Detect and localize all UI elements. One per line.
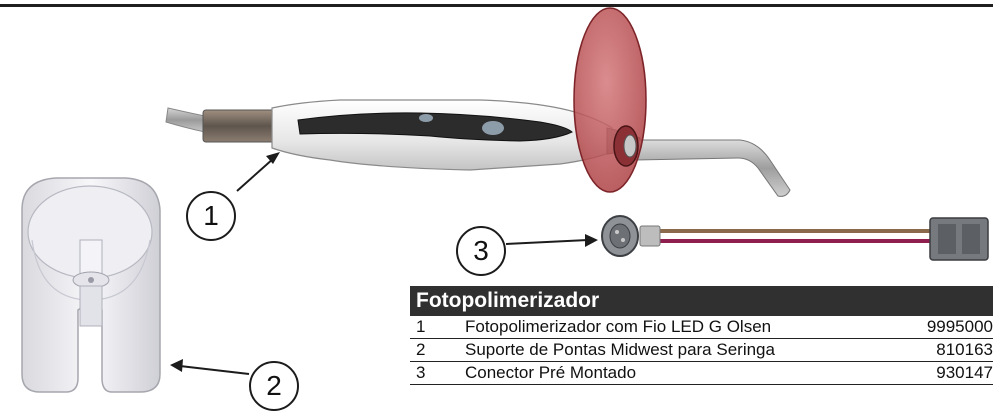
callout-1: 1 [186,191,236,241]
row-number: 3 [416,363,426,382]
row-code: 9995000 [926,317,993,336]
row-number: 1 [416,317,426,336]
table-row: 1 Fotopolimerizador com Fio LED G Olsen … [410,316,993,339]
callout-3: 3 [456,226,506,276]
pre-assembled-connector [601,215,989,261]
leader-arrows [170,152,598,375]
row-description: Conector Pré Montado [465,363,637,382]
tip-holder [21,177,161,393]
table-row: 3 Conector Pré Montado 930147 [410,362,993,385]
parts-table: Fotopolimerizador 1 Fotopolimerizador co… [410,286,993,385]
row-description: Suporte de Pontas Midwest para Seringa [465,340,775,359]
row-number: 2 [416,340,426,359]
row-code: 810163 [936,340,993,359]
callout-2: 2 [249,361,299,411]
row-description: Fotopolimerizador com Fio LED G Olsen [465,317,772,336]
parts-table-title: Fotopolimerizador [410,286,993,316]
top-rule [0,4,993,7]
table-row: 2 Suporte de Pontas Midwest para Seringa… [410,339,993,362]
row-code: 930147 [936,363,993,382]
curing-light-handpiece [165,7,791,197]
